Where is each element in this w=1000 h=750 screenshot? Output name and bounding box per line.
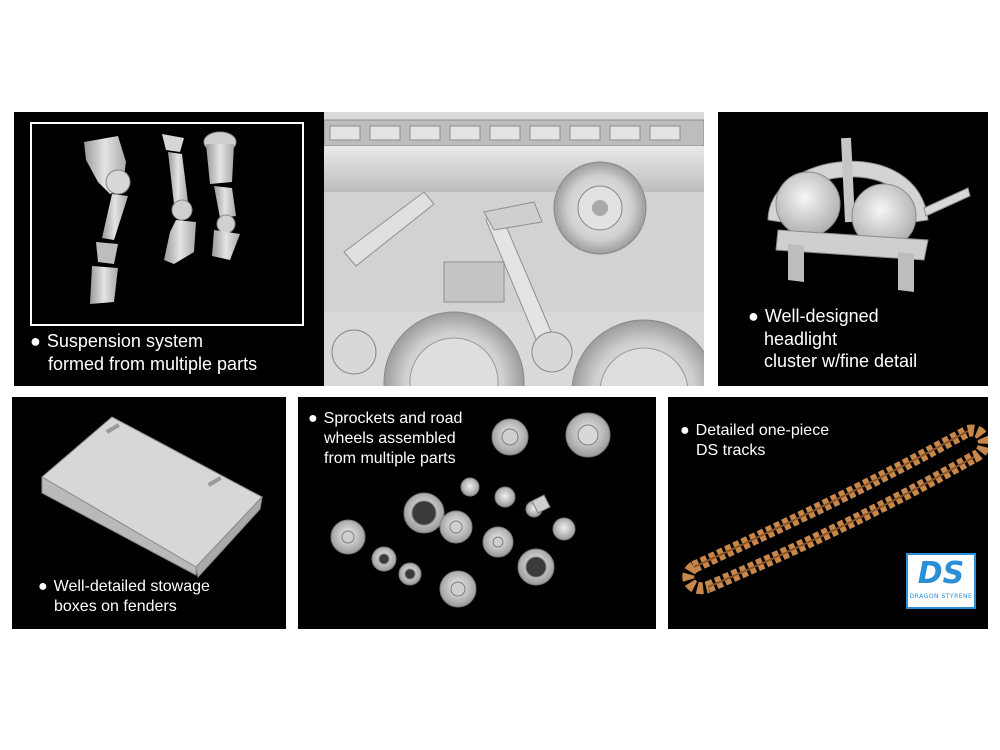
headlight-cluster-image bbox=[767, 137, 971, 292]
stowage-panel: ● Well-detailed stowage boxes on fenders bbox=[12, 397, 286, 629]
sprockets-caption: ● Sprockets and road wheels assembled fro… bbox=[308, 409, 462, 469]
suspension-caption: ●Suspension system formed from multiple … bbox=[30, 330, 257, 375]
stowage-box-image bbox=[41, 416, 263, 579]
headlight-caption-line-2: headlight bbox=[764, 328, 838, 349]
suspension-closeup-image bbox=[324, 112, 704, 386]
suspension-panel: ●Suspension system formed from multiple … bbox=[14, 112, 324, 386]
sprockets-caption-line-3: from multiple parts bbox=[324, 450, 456, 467]
bullet-icon: ● bbox=[38, 578, 48, 595]
tracks-caption: ● Detailed one-piece DS tracks bbox=[680, 421, 829, 461]
suspension-caption-line-1: Suspension system bbox=[46, 331, 203, 351]
stowage-caption: ● Well-detailed stowage boxes on fenders bbox=[38, 577, 210, 617]
sprockets-wheels-image bbox=[330, 412, 611, 608]
headlight-caption-line-3: cluster w/fine detail bbox=[764, 351, 918, 371]
bullet-icon: ● bbox=[308, 410, 318, 427]
bullet-icon: ● bbox=[748, 306, 759, 326]
stowage-caption-line-2: boxes on fenders bbox=[54, 598, 177, 615]
bullet-icon: ● bbox=[680, 422, 690, 439]
ds-logo: DS DRAGON STYRENE bbox=[906, 553, 976, 609]
stowage-caption-line-1: Well-detailed stowage bbox=[53, 578, 210, 595]
tracks-panel: ● Detailed one-piece DS tracks DS DRAGON … bbox=[668, 397, 988, 629]
headlight-caption-line-1: Well-designed bbox=[764, 306, 879, 326]
sprockets-caption-line-2: wheels assembled bbox=[324, 430, 456, 447]
sprockets-panel: ● Sprockets and road wheels assembled fro… bbox=[298, 397, 656, 629]
headlight-caption: ●Well-designed headlight cluster w/fine … bbox=[748, 305, 917, 373]
ds-logo-subtext: DRAGON STYRENE bbox=[909, 593, 973, 600]
headlight-panel: ●Well-designed headlight cluster w/fine … bbox=[718, 112, 988, 386]
tracks-caption-line-2: DS tracks bbox=[696, 442, 766, 459]
sprockets-caption-line-1: Sprockets and road bbox=[323, 410, 463, 427]
suspension-inner-frame bbox=[30, 122, 304, 326]
suspension-parts-image bbox=[84, 131, 240, 304]
bullet-icon: ● bbox=[30, 331, 41, 351]
tracks-caption-line-1: Detailed one-piece bbox=[695, 422, 830, 439]
ds-tracks-image bbox=[682, 424, 988, 595]
suspension-caption-line-2: formed from multiple parts bbox=[48, 353, 258, 374]
suspension-closeup-panel bbox=[324, 112, 704, 386]
ds-logo-text: DS bbox=[917, 556, 965, 591]
